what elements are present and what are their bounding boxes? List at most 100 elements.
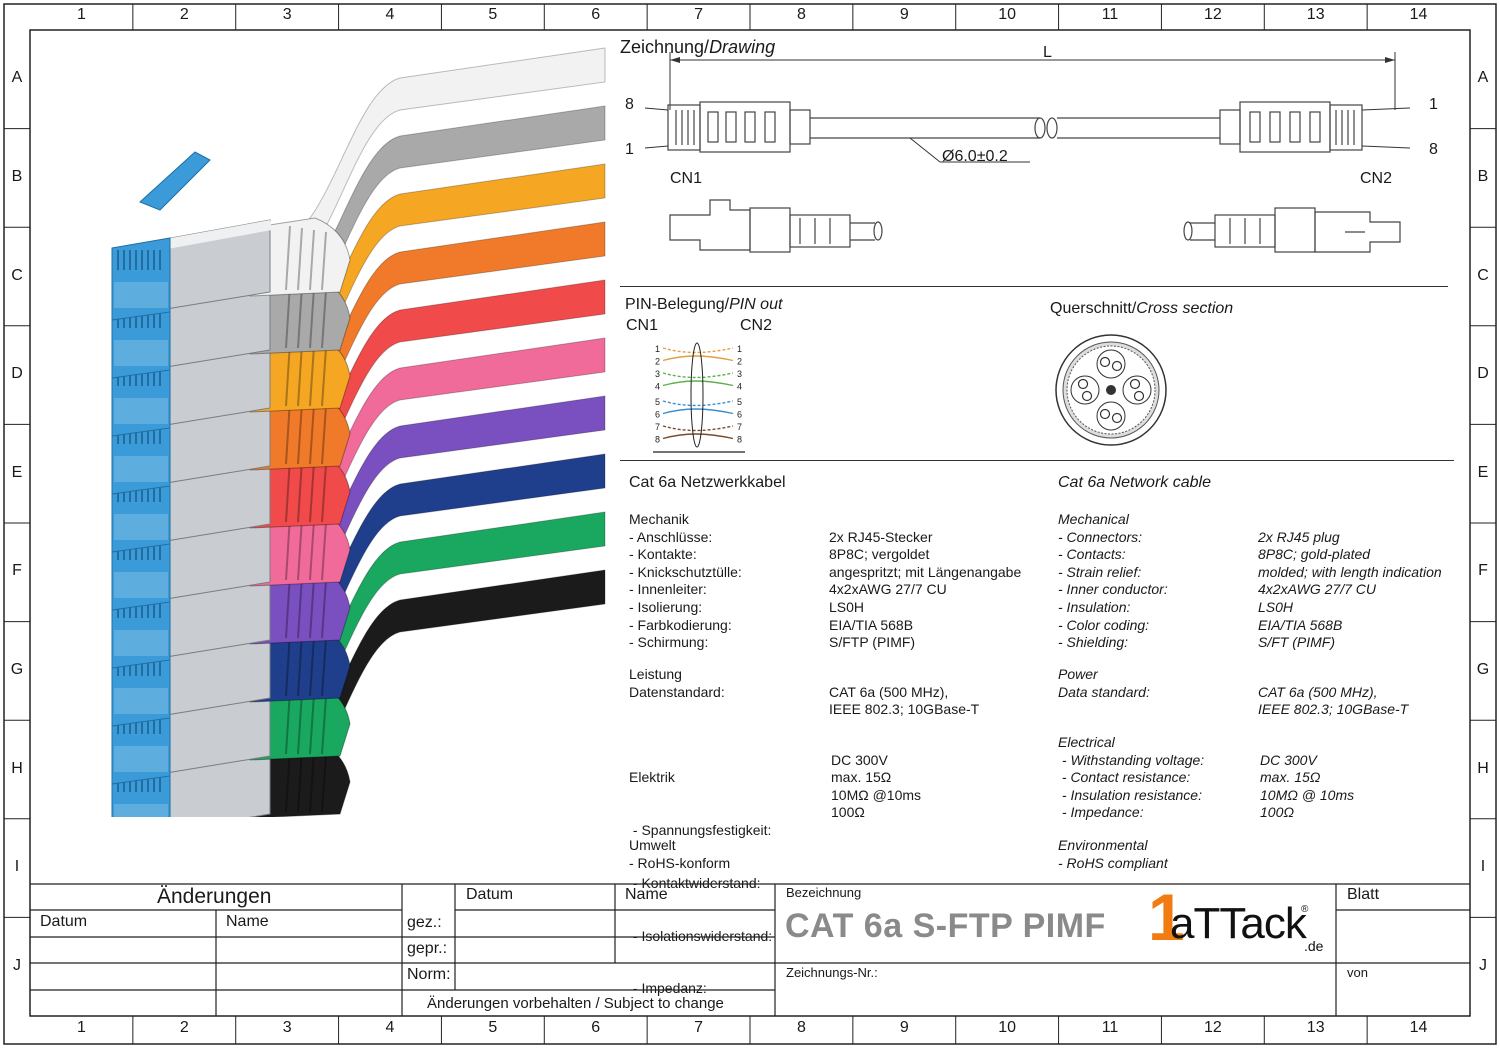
frame-column-number: 14 xyxy=(1409,6,1428,23)
spec-value: 100Ω xyxy=(1260,804,1295,821)
cable-drawing xyxy=(644,52,1411,253)
pinout-heading: PIN-Belegung/PIN out xyxy=(625,296,783,313)
spec-value: 2x RJ45 plug xyxy=(1258,528,1340,545)
spec-label: - Impedanz: xyxy=(629,980,707,997)
electrical-heading: Electrical xyxy=(1058,734,1115,750)
spec-value: max. 15Ω xyxy=(1260,769,1321,786)
spec-label: - Shielding: xyxy=(1058,634,1129,651)
pinout-cn1: CN1 xyxy=(626,317,659,334)
spec-de-elektrik: Elektrik - Spannungsfestigkeit: - Kontak… xyxy=(629,734,772,1016)
pin-number: 3 xyxy=(655,369,660,379)
spec-label: - Withstanding voltage: xyxy=(1058,751,1205,768)
pin-number: 8 xyxy=(655,435,660,445)
spec-de-title: Cat 6a Netzwerkkabel xyxy=(629,474,786,491)
umwelt-heading: Umwelt xyxy=(629,837,676,853)
power-heading: Power xyxy=(1058,666,1098,682)
pin-1-right: 1 xyxy=(1429,96,1438,113)
frame-row-letter: F xyxy=(12,562,22,580)
pin-number: 8 xyxy=(737,435,742,445)
spec-value: 2x RJ45-Stecker xyxy=(829,528,933,545)
pin-wire xyxy=(662,347,734,354)
spec-value: angespritzt; mit Längenangabe xyxy=(829,563,1022,580)
cross-section-heading: Querschnitt/Cross section xyxy=(1050,300,1234,317)
spec-label: - Connectors: xyxy=(1058,528,1143,545)
frame-row-letter: D xyxy=(1477,365,1489,383)
cn1-label: CN1 xyxy=(670,170,703,187)
pin-wire xyxy=(662,355,734,362)
spec-label: - Contacts: xyxy=(1058,546,1126,563)
frame-column-number: 9 xyxy=(899,6,909,23)
spec-de-elektrik-values: DC 300V max. 15Ω 10MΩ @10ms 100Ω xyxy=(831,752,921,822)
frame-column-number: 13 xyxy=(1306,6,1325,23)
spec-en-power: Power Data standard: xyxy=(1058,666,1150,701)
frame-row-letter: J xyxy=(13,956,21,974)
spec-en-title: Cat 6a Network cable xyxy=(1058,474,1211,491)
frame-row-letter: A xyxy=(1477,69,1489,87)
cable-boot xyxy=(249,217,351,297)
frame-row-letter: I xyxy=(1480,858,1486,876)
mechanik-heading: Mechanik xyxy=(629,511,689,527)
spec-value: DC 300V xyxy=(1260,751,1317,768)
spec-value: 8P8C; vergoldet xyxy=(829,546,930,563)
bezeichnung-label: Bezeichnung xyxy=(786,885,862,900)
pin-number: 3 xyxy=(737,369,742,379)
patch-cable xyxy=(111,47,606,321)
spec-label: - Isolationswiderstand: xyxy=(629,927,773,944)
elektrik-heading: Elektrik xyxy=(629,769,675,786)
spec-label: - Inner conductor: xyxy=(1058,581,1168,598)
blatt-label: Blatt xyxy=(1347,886,1380,903)
pin-number: 4 xyxy=(655,382,660,392)
spec-value: LS0H xyxy=(1258,598,1294,615)
frame-column-number: 12 xyxy=(1203,1019,1222,1036)
frame-row-letter: I xyxy=(14,858,20,876)
frame-column-number: 6 xyxy=(591,6,601,23)
spec-value: 4x2xAWG 27/7 CU xyxy=(829,581,947,598)
frame-column-number: 14 xyxy=(1409,1019,1428,1036)
spec-value: 10MΩ @10ms xyxy=(831,786,922,803)
name-header-2: Name xyxy=(625,886,668,903)
pin-number: 2 xyxy=(655,357,660,367)
frame-column-number: 8 xyxy=(796,1019,806,1036)
frame-row-letter: J xyxy=(1479,956,1487,974)
frame-column-number: 4 xyxy=(385,6,395,23)
pin-number: 1 xyxy=(655,344,660,354)
frame-row-letter: A xyxy=(11,69,23,87)
spec-label: Data standard: xyxy=(1058,683,1150,700)
spec-de-mechanik-values: 2x RJ45-Stecker 8P8C; vergoldet angespri… xyxy=(829,529,1021,652)
frame-row-letter: H xyxy=(1477,759,1489,777)
pin-wire xyxy=(662,408,734,415)
spec-value: IEEE 802.3; 10GBase-T xyxy=(829,701,980,718)
product-title: CAT 6a S-FTP PIMF xyxy=(785,907,1106,945)
spec-value: LS0H xyxy=(829,598,865,615)
frame-column-number: 1 xyxy=(76,6,86,23)
spec-value: max. 15Ω xyxy=(831,769,892,786)
frame-column-number: 5 xyxy=(488,6,498,23)
pin-number: 6 xyxy=(655,410,660,420)
von-label: von xyxy=(1347,965,1368,980)
spec-en-mechanical-values: 2x RJ45 plug 8P8C; gold-plated molded; w… xyxy=(1258,529,1442,652)
brand-logo: 1 aTTack ® .de xyxy=(1148,884,1338,958)
frame-row-letter: D xyxy=(11,365,23,383)
frame-row-letter: E xyxy=(11,463,23,481)
spec-label: - Insulation: xyxy=(1058,598,1131,615)
pin-number: 5 xyxy=(655,397,660,407)
frame-column-number: 5 xyxy=(488,1019,498,1036)
disclaimer: Änderungen vorbehalten / Subject to chan… xyxy=(427,995,724,1012)
frame-column-number: 3 xyxy=(282,1019,292,1036)
spec-label: - Schirmung: xyxy=(629,634,709,651)
name-header: Name xyxy=(226,913,269,930)
spec-en-power-values: CAT 6a (500 MHz), IEEE 802.3; 10GBase-T xyxy=(1258,684,1408,719)
spec-label: - Innenleiter: xyxy=(629,581,707,598)
pin-wire xyxy=(662,372,734,379)
frame-column-number: 10 xyxy=(998,1019,1017,1036)
cn2-label: CN2 xyxy=(1360,170,1393,187)
spec-value: DC 300V xyxy=(831,751,888,768)
datum-header-2: Datum xyxy=(466,886,514,903)
logo-text: aTTack xyxy=(1170,899,1307,948)
spec-value: EIA/TIA 568B xyxy=(1258,616,1343,633)
frame-row-letter: G xyxy=(1476,660,1490,678)
frame-row-letter: C xyxy=(1477,266,1489,284)
changes-heading: Änderungen xyxy=(157,885,272,908)
spec-label: - Farbkodierung: xyxy=(629,616,732,633)
